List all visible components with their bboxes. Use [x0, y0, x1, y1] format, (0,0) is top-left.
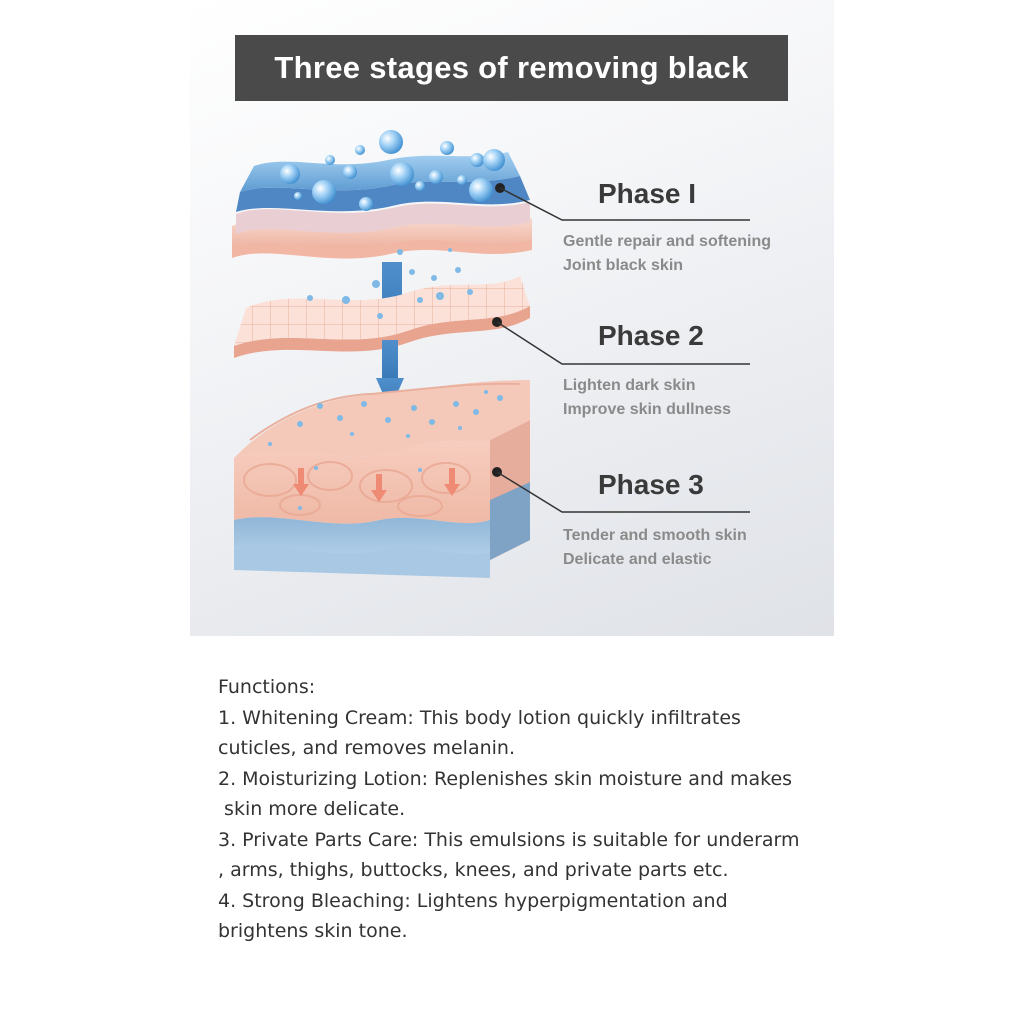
moisture-bubbles	[280, 130, 505, 211]
functions-line: skin more delicate.	[218, 798, 406, 820]
phase-3-description: Tender and smooth skin Delicate and elas…	[563, 524, 747, 572]
phase-2-line-1: Lighten dark skin	[563, 377, 696, 394]
skin-layers-illustration	[232, 130, 750, 578]
phase-3-layer-graphic	[234, 380, 530, 578]
phase-3-line-2: Delicate and elastic	[563, 551, 712, 568]
functions-line: brightens skin tone.	[218, 920, 408, 942]
phase-2-description: Lighten dark skin Improve skin dullness	[563, 374, 731, 422]
phase-1-description: Gentle repair and softening Joint black …	[563, 230, 771, 278]
phase-1-leader-line	[495, 183, 750, 221]
phase-3-title: Phase 3	[598, 469, 704, 500]
phase-1-line-1: Gentle repair and softening	[563, 233, 772, 250]
functions-line: 2. Moisturizing Lotion: Replenishes skin…	[218, 767, 793, 790]
functions-line: cuticles, and removes melanin.	[218, 737, 516, 759]
functions-line: , arms, thighs, buttocks, knees, and pri…	[218, 859, 729, 881]
phase-2-layer-graphic	[234, 276, 530, 358]
page-title: Three stages of removing black	[235, 35, 788, 101]
phase-1-title: Phase I	[598, 178, 697, 209]
functions-line: 3. Private Parts Care: This emulsions is…	[218, 828, 800, 851]
functions-line: 4. Strong Bleaching: Lightens hyperpigme…	[218, 889, 728, 912]
phase-2-line-2: Improve skin dullness	[563, 401, 732, 418]
phase-1-layer-graphic	[232, 152, 532, 259]
functions-text: Functions: 1. Whitening Cream: This body…	[218, 672, 828, 947]
functions-heading: Functions:	[218, 676, 316, 698]
functions-line: 1. Whitening Cream: This body lotion qui…	[218, 706, 741, 729]
phase-2-title: Phase 2	[598, 320, 704, 351]
phase-2-leader-line	[492, 317, 750, 365]
moisture-droplets	[307, 248, 473, 319]
phase-1-line-2: Joint black skin	[563, 257, 684, 274]
phase-3-leader-line	[492, 467, 750, 513]
phase-3-line-1: Tender and smooth skin	[563, 527, 747, 544]
